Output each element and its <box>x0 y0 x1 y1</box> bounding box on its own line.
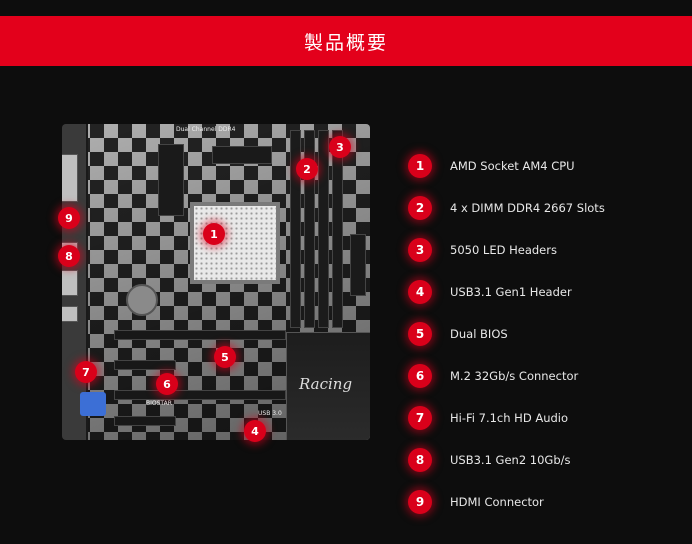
feature-label: HDMI Connector <box>450 495 544 509</box>
power-connector <box>350 234 366 296</box>
feature-label: Hi-Fi 7.1ch HD Audio <box>450 411 569 425</box>
marker-1: 1 <box>203 223 225 245</box>
usb-label: USB 3.0 <box>258 410 282 417</box>
feature-item: 4 USB3.1 Gen1 Header <box>408 271 678 313</box>
feature-item: 5 Dual BIOS <box>408 313 678 355</box>
feature-label: AMD Socket AM4 CPU <box>450 159 575 173</box>
feature-item: 9 HDMI Connector <box>408 481 678 523</box>
feature-label: 5050 LED Headers <box>450 243 557 257</box>
feature-number: 9 <box>408 490 432 514</box>
pcie-slot <box>114 390 286 400</box>
dvi-port <box>62 154 78 202</box>
feature-number: 8 <box>408 448 432 472</box>
dimm-slot <box>318 130 329 328</box>
feature-number: 3 <box>408 238 432 262</box>
vrm-heatsink <box>158 144 184 216</box>
brand-label: BIOSTAR <box>146 400 172 407</box>
pcie-slot-small <box>114 416 176 426</box>
lan-port <box>62 270 78 296</box>
header-banner: 製品概要 <box>0 16 692 66</box>
feature-item: 6 M.2 32Gb/s Connector <box>408 355 678 397</box>
marker-6: 6 <box>156 373 178 395</box>
heatsink-logo: Racing <box>299 375 353 393</box>
feature-number: 7 <box>408 406 432 430</box>
page-title: 製品概要 <box>303 31 388 54</box>
feature-number: 4 <box>408 280 432 304</box>
marker-2: 2 <box>296 158 318 180</box>
marker-3: 3 <box>329 136 351 158</box>
pcie-slot-small <box>114 360 176 370</box>
vrm-heatsink-top <box>212 146 272 164</box>
feature-label: M.2 32Gb/s Connector <box>450 369 579 383</box>
feature-label: 4 x DIMM DDR4 2667 Slots <box>450 201 605 215</box>
pcie-slot <box>114 330 286 340</box>
feature-label: USB3.1 Gen1 Header <box>450 285 572 299</box>
feature-number: 1 <box>408 154 432 178</box>
marker-4: 4 <box>244 420 266 442</box>
marker-8: 8 <box>58 245 80 267</box>
motherboard-image: Racing Dual Channel DDR4 BIOSTAR USB 3.0 <box>62 124 370 440</box>
feature-item: 2 4 x DIMM DDR4 2667 Slots <box>408 187 678 229</box>
feature-number: 5 <box>408 322 432 346</box>
dimm-label: Dual Channel DDR4 <box>176 126 236 133</box>
usb-port-2 <box>62 306 78 322</box>
marker-9: 9 <box>58 207 80 229</box>
dimm-slot <box>304 130 315 328</box>
feature-item: 3 5050 LED Headers <box>408 229 678 271</box>
cmos-battery <box>126 284 158 316</box>
feature-item: 1 AMD Socket AM4 CPU <box>408 145 678 187</box>
feature-label: Dual BIOS <box>450 327 508 341</box>
marker-5: 5 <box>214 346 236 368</box>
marker-7: 7 <box>75 361 97 383</box>
feature-item: 8 USB3.1 Gen2 10Gb/s <box>408 439 678 481</box>
feature-item: 7 Hi-Fi 7.1ch HD Audio <box>408 397 678 439</box>
feature-list: 1 AMD Socket AM4 CPU 2 4 x DIMM DDR4 266… <box>408 145 678 523</box>
audio-jacks <box>80 392 106 416</box>
top-strip <box>0 0 692 16</box>
dimm-slot <box>290 130 301 328</box>
feature-label: USB3.1 Gen2 10Gb/s <box>450 453 571 467</box>
cpu-socket <box>190 202 280 284</box>
feature-number: 2 <box>408 196 432 220</box>
chipset-heatsink: Racing <box>286 332 370 440</box>
dimm-slot <box>332 130 343 328</box>
feature-number: 6 <box>408 364 432 388</box>
